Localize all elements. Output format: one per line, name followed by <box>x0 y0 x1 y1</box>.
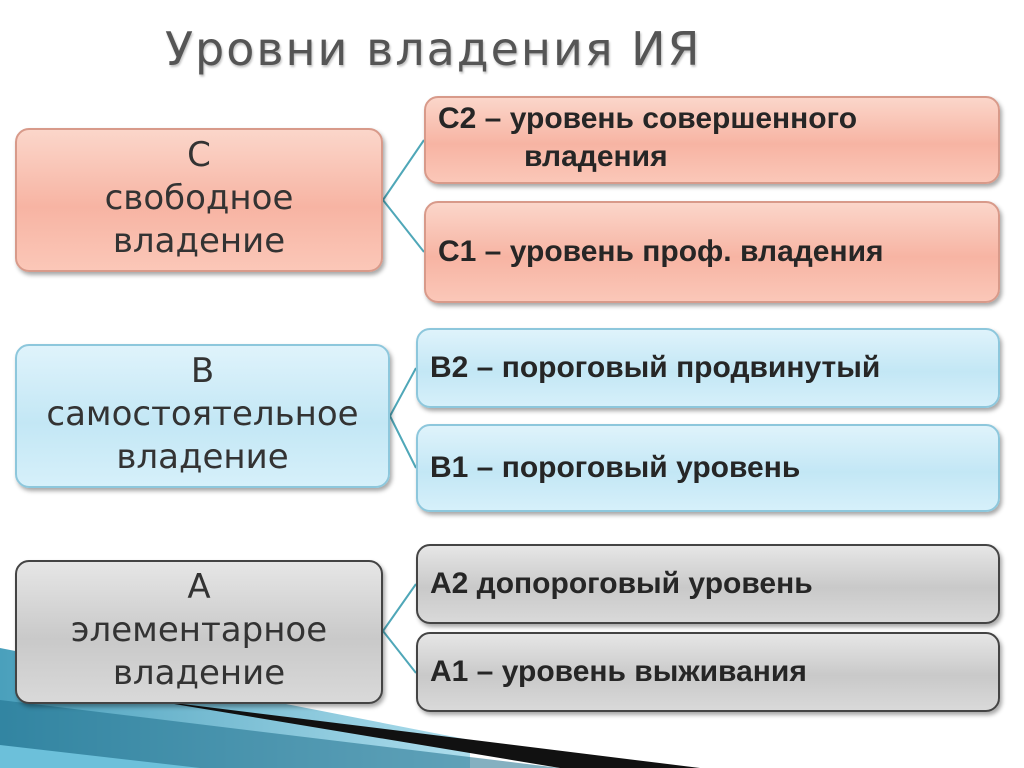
connector-b <box>389 367 417 469</box>
level-b2-box: В2 – пороговый продвинутый <box>416 328 1000 408</box>
level-b-box: В самостоятельное владение <box>15 344 390 488</box>
level-b-name-line2: владение <box>116 436 289 477</box>
level-b-name-line1: самостоятельное <box>46 393 359 434</box>
level-a-name-line1: элементарное <box>70 609 328 650</box>
level-a-code: А <box>187 567 211 607</box>
level-a1-box: А1 – уровень выживания <box>416 632 1000 712</box>
page-title: Уровни владения ИЯ <box>165 22 702 76</box>
level-b1-label: В1 – пороговый уровень <box>430 451 801 484</box>
level-c-name-line2: владение <box>112 220 286 261</box>
level-a-name-line2: владение <box>112 652 286 693</box>
level-a1-label: А1 – уровень выживания <box>430 655 807 688</box>
level-c2-box: С2 – уровень совершенного владения <box>424 96 1000 184</box>
level-a-box: А элементарное владение <box>15 560 383 704</box>
level-c2-label-line1: С2 – уровень совершенного <box>438 102 858 135</box>
level-c1-label: С1 – уровень проф. владения <box>438 235 884 268</box>
level-c2-label-line2: владения <box>524 139 668 173</box>
level-b1-box: В1 – пороговый уровень <box>416 424 1000 512</box>
level-b2-label: В2 – пороговый продвинутый <box>430 351 881 384</box>
level-a2-box: А2 допороговый уровень <box>416 544 1000 624</box>
connector-a <box>382 583 417 674</box>
level-c-code: С <box>187 135 211 175</box>
level-a2-label: А2 допороговый уровень <box>430 567 813 600</box>
connector-c <box>382 139 425 253</box>
level-c1-box: С1 – уровень проф. владения <box>424 201 1000 303</box>
level-c-box: С свободное владение <box>15 128 383 272</box>
level-c-name-line1: свободное <box>104 177 294 218</box>
level-b-code: В <box>190 351 215 391</box>
